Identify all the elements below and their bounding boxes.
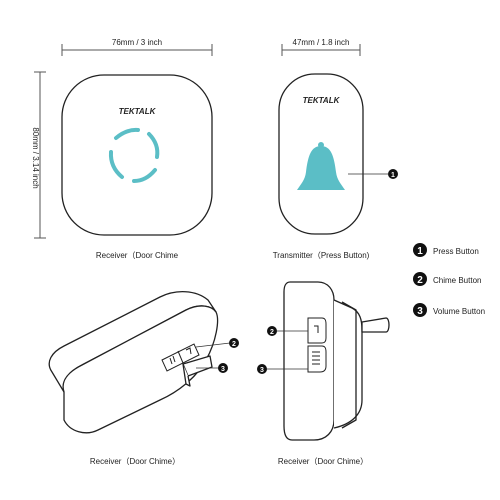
transmitter-brand-logo: TEKTALK [303, 96, 341, 105]
callout-2-left: 2 [195, 338, 239, 348]
callout-3-right-number: 3 [260, 367, 264, 374]
legend-label-1: Press Button [433, 247, 479, 256]
receiver-perspective [48, 291, 219, 434]
receiver-teal-ring [108, 127, 160, 183]
receiver-width-dimension [61, 44, 213, 56]
receiver-side-right-caption: Receiver（Door Chime） [278, 457, 368, 466]
legend-item-3: 3 Volume Button [413, 303, 485, 317]
legend-label-3: Volume Button [433, 307, 485, 316]
transmitter-width-label: 47mm / 1.8 inch [293, 38, 350, 47]
bell-icon [297, 142, 345, 190]
legend-number-2: 2 [417, 275, 423, 286]
legend-item-2: 2 Chime Button [413, 272, 481, 286]
legend-number-1: 1 [417, 246, 423, 257]
receiver-height-dimension [34, 71, 46, 239]
callout-1-number: 1 [391, 172, 395, 179]
transmitter-caption: Transmitter（Press Button) [273, 251, 370, 260]
receiver-side-left-caption: Receiver（Door Chime） [90, 457, 180, 466]
callout-3-left: 3 [196, 363, 228, 373]
callout-3-right: 3 [257, 364, 308, 374]
legend-label-2: Chime Button [433, 276, 481, 285]
legend: 1 Press Button 2 Chime Button 3 Volume B… [413, 243, 485, 317]
receiver-side-buttons [161, 343, 200, 372]
callout-2-right-number: 2 [270, 329, 274, 336]
callout-2-left-number: 2 [232, 341, 236, 348]
receiver-side-view-buttons [307, 317, 327, 373]
receiver-brand-logo: TEKTALK [119, 107, 157, 116]
receiver-front-body [61, 74, 213, 236]
receiver-side-view [283, 281, 390, 441]
receiver-height-label: 80mm / 3.14 inch [31, 127, 40, 188]
callout-3-left-number: 3 [221, 366, 225, 373]
callout-2-right: 2 [267, 326, 308, 336]
legend-number-3: 3 [417, 306, 423, 317]
receiver-width-label: 76mm / 3 inch [112, 38, 162, 47]
legend-item-1: 1 Press Button [413, 243, 479, 257]
receiver-front-caption: Receiver（Door Chime [96, 251, 179, 260]
callout-1-leader: 1 [348, 169, 398, 179]
transmitter-width-dimension [281, 44, 361, 56]
